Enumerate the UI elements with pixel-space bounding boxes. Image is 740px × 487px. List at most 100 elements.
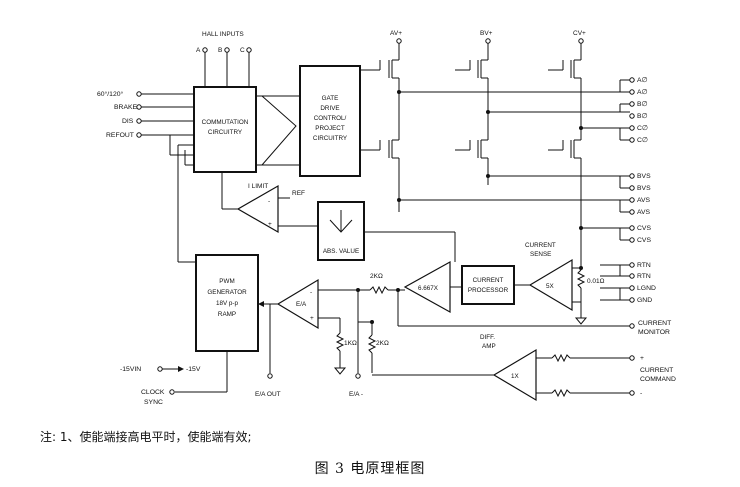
current-sense-5x-label: 5X xyxy=(546,283,555,290)
avs-2-label: AVS xyxy=(637,209,651,216)
ea-out-label: E/A OUT xyxy=(255,391,281,398)
hall-b-terminal[interactable] xyxy=(224,47,230,53)
gate-drive-line-4: PROJECT xyxy=(315,125,345,132)
sel-60-120-terminal[interactable] xyxy=(136,91,142,97)
phase-a-out-2-label: A∅ xyxy=(637,89,648,96)
dis-terminal[interactable] xyxy=(136,118,142,124)
supply-cv-terminal[interactable] xyxy=(578,38,584,44)
i-limit-plus: + xyxy=(268,221,272,228)
phase-b-out-1-terminal[interactable] xyxy=(629,101,635,107)
phase-b-out-1-label: B∅ xyxy=(637,101,648,108)
block-diagram: HALL INPUTS A B C 60°/120° BRAKE DIS REF… xyxy=(97,30,676,406)
phase-a-bridge xyxy=(360,43,401,212)
cmd-plus-label: + xyxy=(640,355,644,362)
phase-b-out-2-label: B∅ xyxy=(637,113,648,120)
phase-a-out-1-terminal[interactable] xyxy=(629,77,635,83)
gain-6667-label: 6.667X xyxy=(418,285,439,292)
gate-drive-line-3: CONTROL/ xyxy=(314,115,347,122)
current-command-line-1: CURRENT xyxy=(640,367,673,374)
bvs-2-terminal[interactable] xyxy=(629,185,635,191)
current-processor-block xyxy=(461,265,515,305)
current-sense-line-2: SENSE xyxy=(530,251,551,258)
hall-c-label: C xyxy=(240,47,245,54)
brake-label: BRAKE xyxy=(114,104,138,111)
refout-label: REFOUT xyxy=(106,132,134,139)
avs-1-label: AVS xyxy=(637,197,651,204)
cvs-1-terminal[interactable] xyxy=(629,225,635,231)
r-2k-top-label: 2KΩ xyxy=(370,273,383,280)
ref-label: REF xyxy=(292,190,305,197)
phase-b-out-2-terminal[interactable] xyxy=(629,113,635,119)
gate-drive-line-2: DRIVE xyxy=(320,105,339,112)
phase-c-out-2-label: C∅ xyxy=(637,137,648,144)
current-monitor-terminal[interactable] xyxy=(629,323,635,329)
hall-c-terminal[interactable] xyxy=(246,47,252,53)
clock-label: CLOCK xyxy=(141,389,165,396)
diff-amp-line-2: AMP xyxy=(482,343,496,350)
gate-drive-line-5: CIRCUITRY xyxy=(313,135,348,142)
cvs-2-label: CVS xyxy=(637,237,651,244)
brake-terminal[interactable] xyxy=(136,104,142,110)
supply-in-label: -15VIN xyxy=(120,366,141,373)
dis-label: DIS xyxy=(122,118,134,125)
pwm-line-4: RAMP xyxy=(218,311,236,318)
rtn-1-label: RTN xyxy=(637,262,651,269)
r-2k-bottom-label: 2KΩ xyxy=(376,340,389,347)
current-sense-line-1: CURRENT xyxy=(525,242,556,249)
i-limit-label: I LIMIT xyxy=(248,183,268,190)
rtn-1-terminal[interactable] xyxy=(629,262,635,268)
supply-cv-label: CV+ xyxy=(573,30,586,37)
phase-b-bridge xyxy=(455,43,490,185)
gate-drive-line-1: GATE xyxy=(322,95,339,102)
cvs-2-terminal[interactable] xyxy=(629,237,635,243)
commutation-block xyxy=(193,86,257,173)
lgnd-terminal[interactable] xyxy=(629,285,635,291)
hall-b-label: B xyxy=(218,47,222,54)
ea-minus-terminal[interactable] xyxy=(355,373,361,379)
footnote: 注: 1、使能端接高电平时，使能端有效; xyxy=(40,430,252,444)
pwm-line-1: PWM xyxy=(219,278,234,285)
ea-minus-label: E/A - xyxy=(349,391,363,398)
ea-out-terminal[interactable] xyxy=(267,373,273,379)
bvs-1-terminal[interactable] xyxy=(629,173,635,179)
phase-c-out-1-label: C∅ xyxy=(637,125,648,132)
lgnd-label: LGND xyxy=(637,285,656,292)
current-processor-line-1: CURRENT xyxy=(473,277,504,284)
phase-c-out-2-terminal[interactable] xyxy=(629,137,635,143)
abs-value-label: ABS. VALUE xyxy=(323,248,359,255)
phase-c-out-1-terminal[interactable] xyxy=(629,125,635,131)
current-sense-amp xyxy=(528,258,573,312)
hall-inputs-title: HALL INPUTS xyxy=(202,31,244,38)
supply-in-terminal[interactable] xyxy=(157,366,163,372)
cmd-plus-terminal[interactable] xyxy=(629,355,635,361)
phase-a-out-2-terminal[interactable] xyxy=(629,89,635,95)
sel-60-120-label: 60°/120° xyxy=(97,90,124,98)
gnd-terminal[interactable] xyxy=(629,297,635,303)
avs-2-terminal[interactable] xyxy=(629,209,635,215)
current-monitor-line-1: CURRENT xyxy=(638,320,671,327)
abs-value-icon xyxy=(329,210,353,233)
supply-av-terminal[interactable] xyxy=(396,38,402,44)
bvs-1-label: BVS xyxy=(637,173,651,180)
error-amp xyxy=(276,278,319,330)
rtn-2-label: RTN xyxy=(637,273,651,280)
error-amp-minus: - xyxy=(310,289,312,296)
rtn-2-terminal[interactable] xyxy=(629,273,635,279)
error-amp-label: E/A xyxy=(296,301,307,308)
error-amp-plus: + xyxy=(310,315,314,322)
pwm-generator-block xyxy=(195,254,259,352)
r-1k-label: 1KΩ xyxy=(344,340,357,347)
i-limit-comparator xyxy=(236,184,279,234)
gate-drive-block xyxy=(299,65,361,177)
current-monitor-line-2: MONITOR xyxy=(638,329,670,336)
phase-a-out-1-label: A∅ xyxy=(637,77,648,84)
clock-sync-terminal[interactable] xyxy=(169,389,175,395)
hall-a-terminal[interactable] xyxy=(202,47,208,53)
commutation-line-1: COMMUTATION xyxy=(202,119,249,126)
cmd-minus-label: - xyxy=(640,390,642,397)
supply-bv-terminal[interactable] xyxy=(485,38,491,44)
avs-1-terminal[interactable] xyxy=(629,197,635,203)
refout-terminal[interactable] xyxy=(136,132,142,138)
cmd-minus-terminal[interactable] xyxy=(629,390,635,396)
pwm-line-2: GENERATOR xyxy=(207,289,247,296)
